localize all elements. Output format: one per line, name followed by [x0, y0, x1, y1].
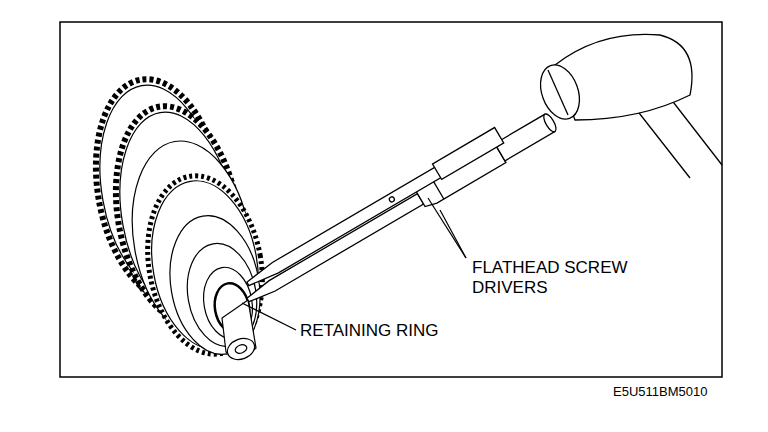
part-label: RETAINING RING — [298, 321, 441, 341]
gear-assembly — [79, 69, 275, 363]
hammer — [534, 34, 722, 178]
part-label: FLATHEAD SCREW DRIVERS — [470, 258, 654, 298]
figure-frame — [60, 22, 722, 377]
leader-lines — [242, 198, 466, 330]
figure-code: E5U511BM5010 — [611, 382, 709, 402]
